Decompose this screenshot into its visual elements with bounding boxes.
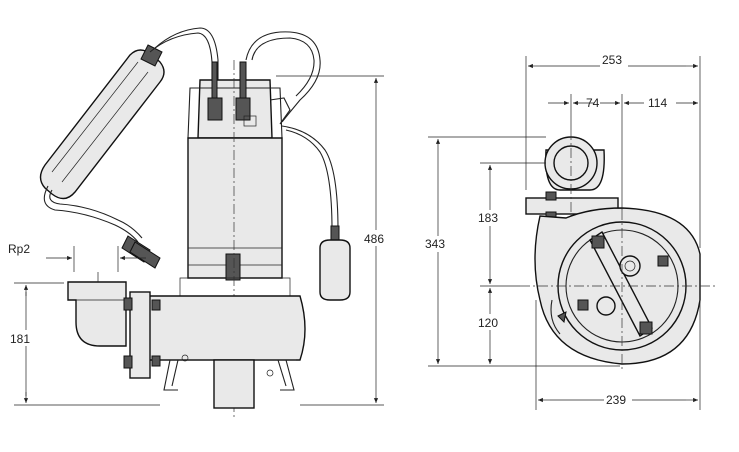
- dim-239-label: 239: [606, 393, 626, 407]
- float-switch-left: [39, 27, 219, 269]
- dim-343-label: 343: [425, 237, 445, 251]
- dim-253-label: 253: [602, 53, 622, 67]
- float-switch-right: [319, 225, 351, 301]
- width-239-dimension: 239: [535, 300, 701, 410]
- depth-split-dimensions: 183 120: [476, 162, 546, 364]
- dim-181-label: 181: [10, 332, 30, 346]
- depth-343-dimension: 343: [422, 136, 620, 367]
- side-view: Rp2 181 486: [8, 27, 390, 420]
- dim-183-label: 183: [478, 211, 498, 225]
- top-view: 253 74 114 343: [422, 52, 716, 410]
- height-486-dimension: 486: [276, 75, 390, 406]
- pump-volute: [144, 295, 306, 409]
- dim-486-label: 486: [364, 232, 384, 246]
- dim-114-label: 114: [648, 96, 667, 110]
- height-181-dimension: 181: [8, 282, 160, 406]
- rp2-dimension: Rp2: [8, 242, 146, 272]
- rp2-label: Rp2: [8, 242, 30, 256]
- motor-head: [187, 31, 339, 231]
- dim-74-label: 74: [586, 96, 600, 110]
- volute-top: [520, 207, 716, 372]
- width-253-dimension: 253: [525, 52, 701, 248]
- dim-120-label: 120: [478, 316, 498, 330]
- discharge-elbow: [67, 272, 161, 379]
- offset-dimensions: 74 114: [548, 94, 698, 210]
